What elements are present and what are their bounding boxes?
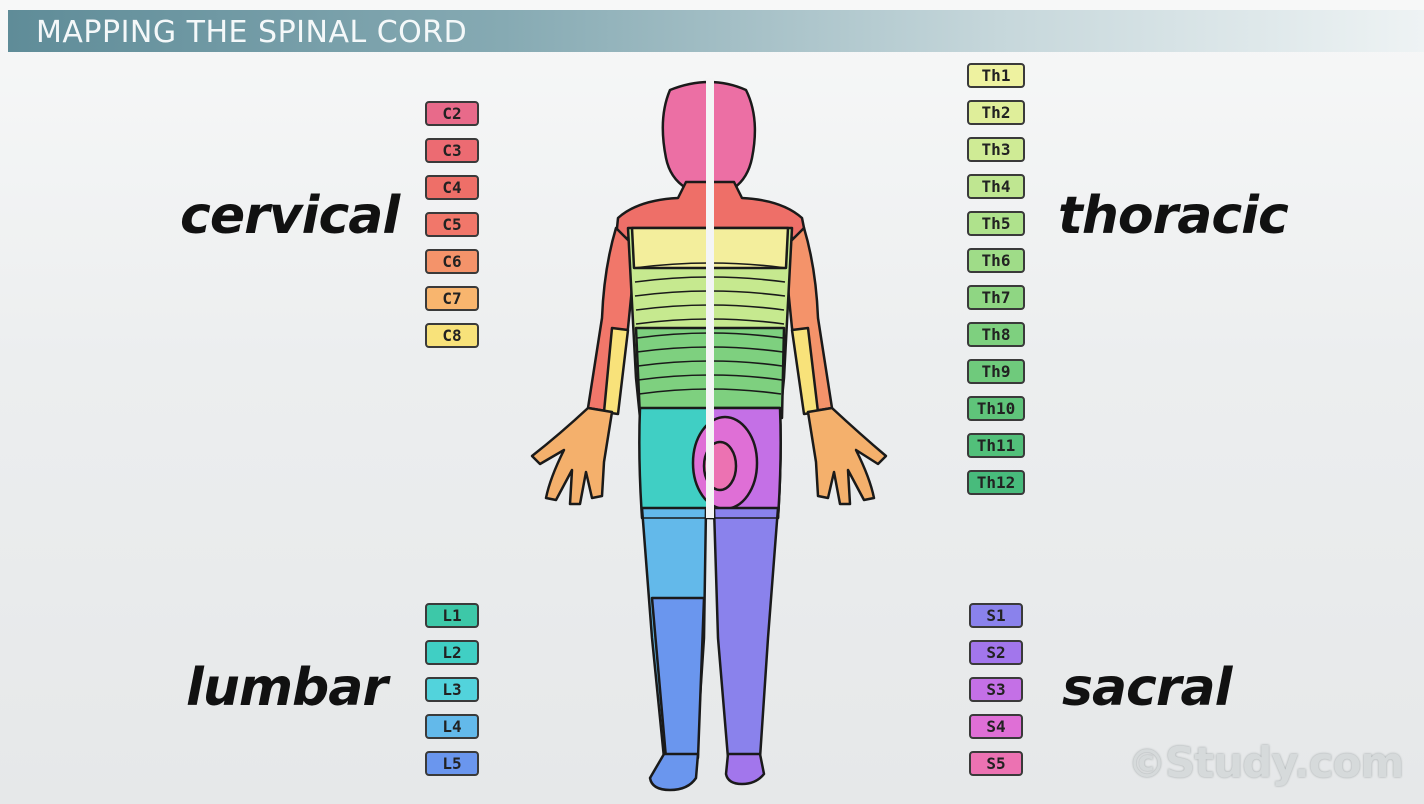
- segment-tag-s2: S2: [969, 640, 1023, 665]
- watermark-text: Study.com: [1165, 738, 1403, 787]
- segment-tag-c5: C5: [425, 212, 479, 237]
- segment-tag-th7: Th7: [967, 285, 1025, 310]
- study-com-watermark: ©Study.com: [1128, 738, 1403, 787]
- segment-tag-l5: L5: [425, 751, 479, 776]
- segment-tag-l2: L2: [425, 640, 479, 665]
- segment-tag-th1: Th1: [967, 63, 1025, 88]
- region-label-thoracic: thoracic: [1058, 186, 1288, 246]
- segment-tag-th9: Th9: [967, 359, 1025, 384]
- segment-tag-th3: Th3: [967, 137, 1025, 162]
- segment-tag-c8: C8: [425, 323, 479, 348]
- segment-tag-s4: S4: [969, 714, 1023, 739]
- segment-tag-th6: Th6: [967, 248, 1025, 273]
- segment-tag-th5: Th5: [967, 211, 1025, 236]
- segment-tag-s3: S3: [969, 677, 1023, 702]
- segment-tag-c3: C3: [425, 138, 479, 163]
- segment-tag-c2: C2: [425, 101, 479, 126]
- segment-tag-s1: S1: [969, 603, 1023, 628]
- title-bar: MAPPING THE SPINAL CORD: [8, 10, 1424, 52]
- segment-tag-th10: Th10: [967, 396, 1025, 421]
- slide-title: MAPPING THE SPINAL CORD: [36, 15, 467, 50]
- segment-tag-c7: C7: [425, 286, 479, 311]
- segment-tag-c4: C4: [425, 175, 479, 200]
- segment-tag-th12: Th12: [967, 470, 1025, 495]
- region-label-sacral: sacral: [1062, 658, 1231, 718]
- body-svg: [520, 78, 900, 798]
- segment-tag-l1: L1: [425, 603, 479, 628]
- segment-tag-l3: L3: [425, 677, 479, 702]
- segment-tag-th4: Th4: [967, 174, 1025, 199]
- segment-tag-th8: Th8: [967, 322, 1025, 347]
- dermatome-body-figure: [520, 78, 900, 798]
- segment-tag-l4: L4: [425, 714, 479, 739]
- region-label-cervical: cervical: [180, 186, 399, 246]
- segment-tag-s5: S5: [969, 751, 1023, 776]
- segment-tag-th2: Th2: [967, 100, 1025, 125]
- segment-tag-c6: C6: [425, 249, 479, 274]
- region-label-lumbar: lumbar: [186, 658, 387, 718]
- segment-tag-th11: Th11: [967, 433, 1025, 458]
- study-logo-icon: ©: [1128, 742, 1165, 786]
